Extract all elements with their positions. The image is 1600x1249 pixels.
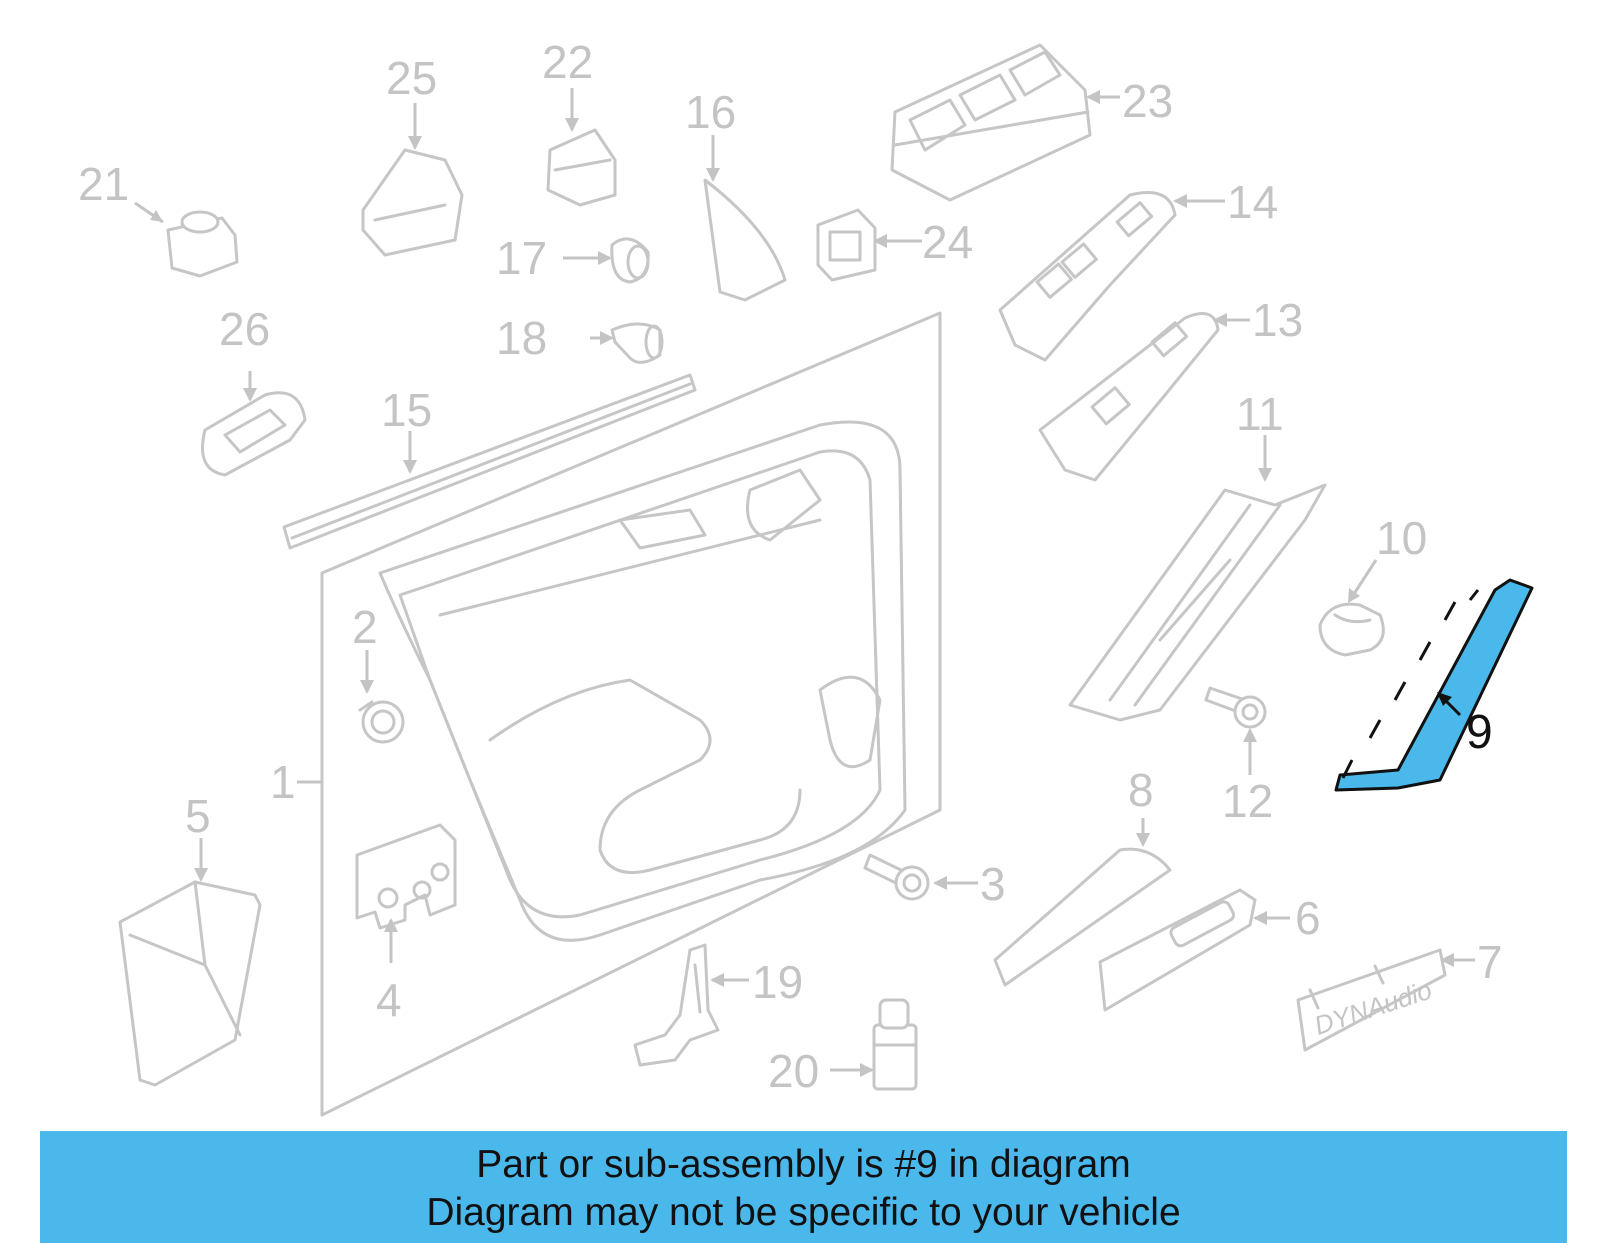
part-2-clip [358, 700, 405, 744]
part-20-bulb-socket [872, 998, 918, 1091]
callout-20: 20 [768, 1045, 819, 1097]
part-19-connector [633, 943, 720, 1067]
callout-6: 6 [1295, 892, 1321, 944]
arrowheads [150, 90, 1454, 1077]
part-21-mirror-knob [166, 210, 239, 278]
part-7-badge: DYNAudio [1296, 948, 1447, 1052]
part-16-tweeter-cover [703, 178, 787, 302]
part-1-door-trim-panel [320, 311, 942, 1117]
callout-24: 24 [922, 216, 973, 268]
arrowhead-9 [1437, 692, 1452, 706]
callout-labels: 21 25 22 16 23 17 24 14 26 18 13 15 11 1… [78, 36, 1503, 1097]
part-26-handle-housing [201, 391, 307, 477]
part-15-belt-molding [282, 373, 697, 550]
info-banner: Part or sub-assembly is #9 in diagram Di… [40, 1131, 1567, 1243]
part-17-grommet [610, 237, 650, 284]
part-3-screw [863, 853, 930, 901]
part-11-armrest-trim [1068, 483, 1327, 722]
callout-18: 18 [496, 312, 547, 364]
callout-11: 11 [1236, 388, 1284, 440]
callout-14: 14 [1227, 176, 1278, 228]
callout-21: 21 [78, 158, 129, 210]
part-9-trim-strip-highlighted [1334, 578, 1534, 792]
callout-17: 17 [496, 232, 547, 284]
part-14-switch-bezel [998, 191, 1177, 362]
part-4-bracket [355, 823, 457, 930]
callout-16: 16 [685, 86, 736, 138]
callout-3: 3 [980, 858, 1006, 910]
part-6-handle-insert [1098, 888, 1257, 1012]
part-13-switch-bezel [1038, 312, 1220, 482]
callout-2: 2 [352, 601, 378, 653]
callout-22: 22 [542, 36, 593, 88]
banner-line-2: Diagram may not be specific to your vehi… [426, 1191, 1181, 1234]
part-22-switch [546, 128, 617, 207]
part-5-cover [118, 880, 262, 1087]
callout-10: 10 [1376, 512, 1427, 564]
part-24-switch [816, 208, 877, 282]
banner-line-1: Part or sub-assembly is #9 in diagram [476, 1143, 1131, 1186]
part-10-clip [1318, 602, 1385, 657]
part-25-switch [361, 148, 464, 257]
callout-23: 23 [1122, 75, 1173, 127]
callout-15: 15 [381, 384, 432, 436]
part-23-window-switch [890, 43, 1092, 202]
callout-19: 19 [752, 956, 803, 1008]
callout-13: 13 [1252, 294, 1303, 346]
part-12-screw [1204, 686, 1267, 729]
callout-4: 4 [376, 974, 402, 1026]
callout-26: 26 [219, 303, 270, 355]
part-18-push-clip [610, 322, 664, 364]
callout-9: 9 [1466, 706, 1493, 759]
callout-25: 25 [386, 52, 437, 104]
callout-7: 7 [1477, 936, 1503, 988]
callout-12: 12 [1222, 775, 1273, 827]
part-8-trim-strip [993, 847, 1172, 987]
callout-1: 1 [270, 756, 296, 808]
callout-5: 5 [185, 790, 211, 842]
callout-8: 8 [1128, 764, 1154, 816]
